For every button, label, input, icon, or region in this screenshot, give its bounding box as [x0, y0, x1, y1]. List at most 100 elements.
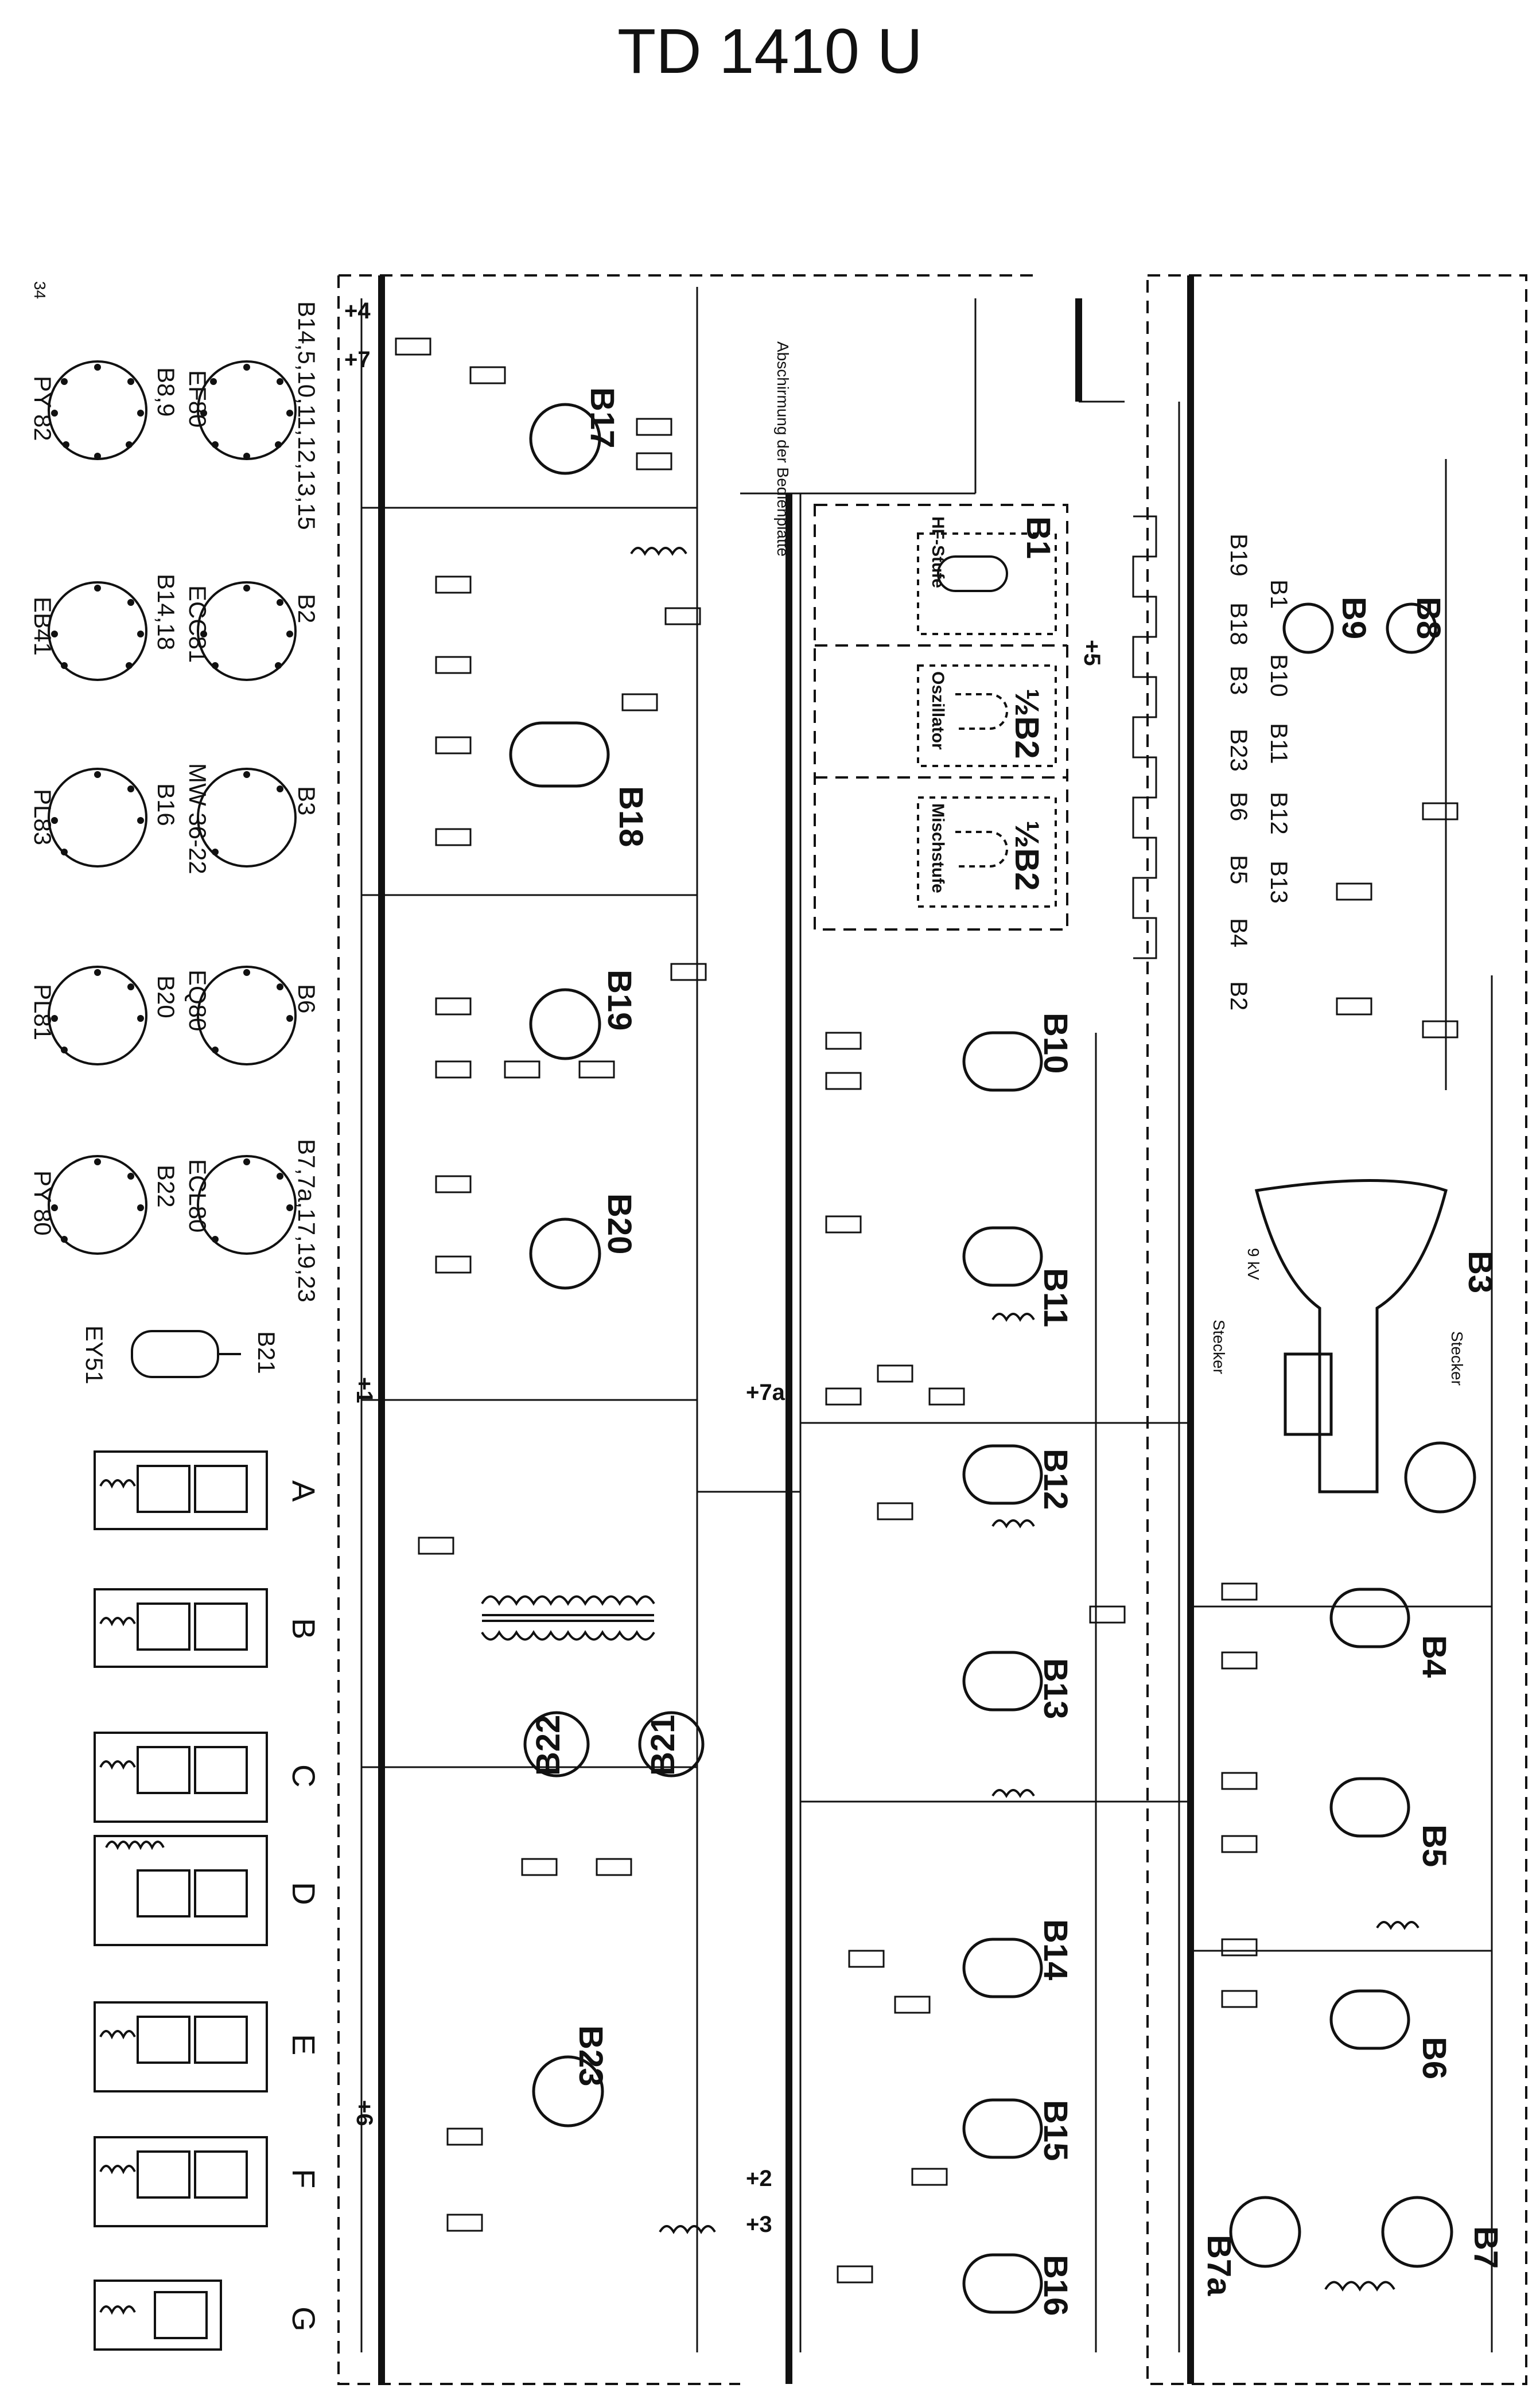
pinout-socket-ecc81: [197, 581, 297, 681]
pinout-label-ecc81: ECC81: [184, 585, 211, 663]
tube-symbol-b23: [532, 2055, 604, 2127]
tube-label-b19: B19: [601, 970, 638, 1030]
tube-label-b4: B4: [1415, 1635, 1453, 1678]
audio-transformer: [659, 2225, 716, 2234]
tuner-tube-b2-osc: ½B2: [1008, 689, 1045, 759]
heater-tube-list-10: B10: [1266, 654, 1293, 697]
rail-label-plus4-top: +4: [344, 298, 371, 324]
line-output-transformer: [481, 1595, 655, 1606]
tuner-stage-oscillator: Oszillator: [928, 671, 947, 750]
tuner-stage-hf: HF-Stufe: [928, 516, 947, 588]
heater-tube-list-8: B2: [1226, 981, 1253, 1010]
tube-symbol-b8: [1386, 602, 1437, 654]
rail-label-plus7: +7: [344, 347, 371, 372]
module-label-a: A: [286, 1480, 322, 1502]
module-label-c: C: [286, 1764, 322, 1787]
pinout-label-mw3622: MW 36-22: [184, 763, 211, 874]
tube-label-b17: B17: [584, 387, 621, 448]
crt-tube-outline: [1254, 1179, 1448, 1493]
heater-tube-list-3: B3: [1226, 666, 1253, 695]
pinout-label-ecl80: ECL80: [184, 1159, 211, 1232]
tube-label-b20: B20: [601, 1193, 638, 1254]
tube-symbol-b5: [1329, 1777, 1410, 1838]
tube-label-b3: B3: [1461, 1251, 1499, 1293]
crt-socket: [1404, 1441, 1476, 1514]
crt-plug-label: Stecker: [1210, 1320, 1228, 1374]
tube-symbol-b17: [529, 403, 601, 475]
tube-label-b16: B16: [1037, 2255, 1074, 2316]
tube-symbol-b6: [1329, 1989, 1410, 2050]
heater-tube-list-7: B4: [1226, 918, 1253, 947]
tube-symbol-b13: [962, 1651, 1043, 1712]
tube-label-b12: B12: [1037, 1449, 1074, 1510]
tube-symbol-b11: [962, 1226, 1043, 1287]
tube-symbol-b22: [523, 1711, 590, 1777]
tube-label-b14: B14: [1037, 1919, 1074, 1980]
heater-tube-list-5: B6: [1226, 792, 1253, 821]
tube-symbol-b21: [638, 1711, 705, 1777]
tube-symbol-b12: [962, 1444, 1043, 1505]
pinout-label-pl83: PL83: [29, 789, 56, 845]
pin-markers: [51, 364, 293, 1243]
main-frame: [337, 274, 1527, 2385]
heater-chain: [1132, 515, 1157, 959]
tube-symbol-b7: [1381, 2196, 1453, 2268]
pinout-ref-b7: B7,7a,17,19,23: [293, 1139, 320, 1302]
module-box-d: [94, 1835, 268, 1946]
page-number: 34: [31, 281, 49, 299]
pinout-socket-pl83: [48, 768, 147, 868]
passive-components: [395, 337, 1459, 2284]
tube-label-b21: B21: [644, 1715, 682, 1776]
tube-pinout-column: [48, 360, 297, 1378]
pinout-socket-eq80: [197, 966, 297, 1065]
module-box-c: [94, 1732, 268, 1823]
tube-symbol-b19: [529, 988, 601, 1060]
ey51-tube-outline: [131, 1330, 219, 1378]
tube-label-b18: B18: [612, 786, 650, 847]
tube-label-b7: B7: [1467, 2226, 1504, 2269]
pinout-socket-pl81: [48, 966, 147, 1065]
tube-label-b11: B11: [1037, 1268, 1074, 1327]
pinout-label-ef80: EF80: [184, 370, 211, 427]
tube-symbol-b15: [962, 2098, 1043, 2159]
tube-symbol-b9: [1282, 602, 1334, 654]
tube-symbol-b16: [962, 2253, 1043, 2314]
tube-label-b23: B23: [572, 2025, 609, 2086]
tube-symbol-b4: [1329, 1588, 1410, 1648]
module-box-e: [94, 2001, 268, 2092]
module-box-f: [94, 2136, 268, 2227]
pinout-ref-b2: B2: [293, 594, 320, 623]
tuner-shield-note: Abschirmung der Bedienplatte: [774, 341, 792, 557]
heater-tube-list-13: B13: [1266, 861, 1293, 904]
pinout-ref-b20: B20: [153, 975, 180, 1018]
tube-label-b5: B5: [1415, 1825, 1453, 1867]
heater-tube-list-4: B23: [1226, 729, 1253, 772]
module-label-f: F: [286, 2169, 322, 2188]
pinout-ref-b6: B6: [293, 984, 320, 1013]
module-box-a: [94, 1450, 268, 1530]
pinout-ref-b3: B3: [293, 786, 320, 815]
tube-label-b15: B15: [1037, 2100, 1074, 2161]
pinout-socket-eb41: [48, 581, 147, 681]
tube-label-b6: B6: [1415, 2037, 1453, 2079]
pinout-ref-b16: B16: [153, 783, 180, 826]
rail-label-plus6: +6: [352, 2100, 377, 2126]
tube-label-b8: B8: [1410, 597, 1447, 639]
crt-eht-label: 9 kV: [1245, 1248, 1262, 1280]
tube-symbols-middle: [962, 1031, 1043, 2314]
crt-plug-box: [1284, 1352, 1333, 1436]
tuner-tube-b1: B1: [1020, 516, 1057, 559]
right-section-components: [1229, 602, 1476, 2268]
tuner-block: [814, 504, 1068, 931]
page-title: TD 1410 U: [617, 16, 923, 87]
tube-label-b9: B9: [1335, 597, 1372, 639]
pinout-label-py80: PY 80: [29, 1170, 56, 1236]
tube-symbol-b18: [509, 721, 610, 788]
rail-label-plus2: +2: [746, 2166, 772, 2191]
module-label-d: D: [286, 1882, 322, 1905]
crt-socket-label: Stecker: [1448, 1331, 1466, 1386]
ey51-ref: B21: [253, 1331, 280, 1374]
module-box-g: [94, 2280, 222, 2351]
rail-label-plus3: +3: [746, 2212, 772, 2237]
